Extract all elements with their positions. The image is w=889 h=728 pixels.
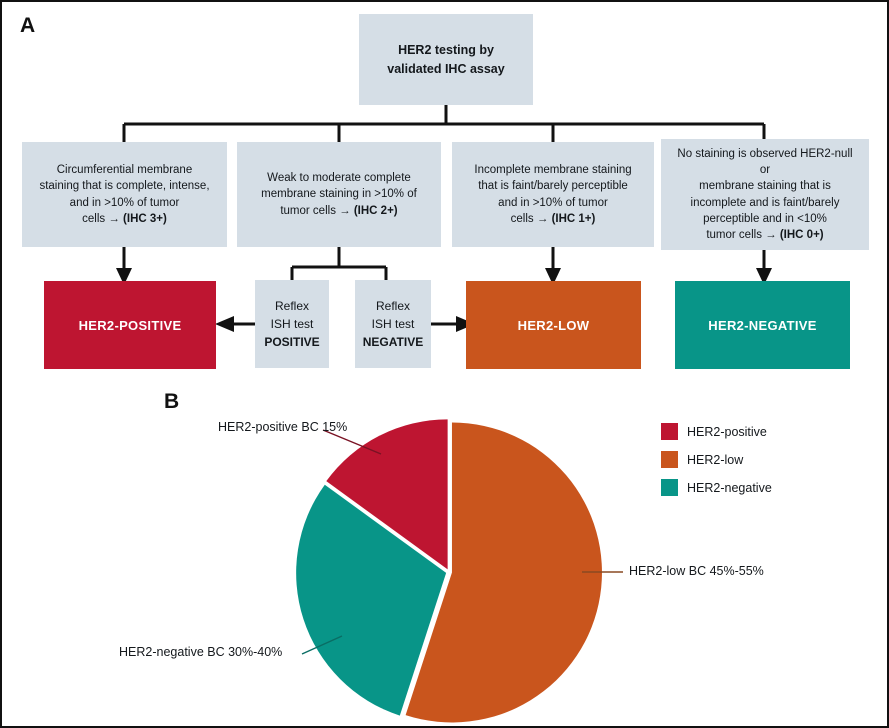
ihc0-line-3: membrane staining that is bbox=[699, 180, 831, 193]
pie-slice-her2-positive bbox=[326, 419, 448, 570]
result-label-her2-positive: HER2-POSITIVE bbox=[78, 317, 182, 333]
legend-item-her2-negative: HER2-negative bbox=[661, 479, 772, 496]
ihc2-line-1: Weak to moderate complete bbox=[267, 172, 411, 184]
ihc1-line-2: that is faint/barely perceptible bbox=[478, 180, 628, 193]
ihc2-line-3: tumor cells → (IHC 2+) bbox=[261, 203, 417, 219]
ihc0-line-2: or bbox=[759, 163, 771, 176]
legend-swatch-her2-positive bbox=[661, 423, 678, 440]
reflex-negative-line-1: Reflex bbox=[375, 299, 410, 313]
ihc3-line-3: and in >10% of tumor bbox=[69, 196, 180, 209]
reflex-ish-positive-box: Reflex ISH test POSITIVE bbox=[255, 280, 329, 368]
criteria-box-ihc2: Weak to moderate complete membrane stain… bbox=[237, 142, 441, 247]
panel-b-label: B bbox=[164, 390, 180, 413]
pie-leader-lines bbox=[301, 429, 623, 655]
panel-a-label: A bbox=[20, 14, 36, 37]
criteria-box-ihc0: No staining is observed HER2-null or mem… bbox=[661, 139, 869, 250]
result-label-her2-low: HER2-LOW bbox=[517, 317, 590, 333]
ihc2-tail-plain: tumor cells → bbox=[280, 204, 354, 217]
reflex-negative-result: NEGATIVE bbox=[362, 335, 424, 349]
result-label-her2-negative: HER2-NEGATIVE bbox=[708, 317, 817, 333]
pie-label-her2-low: HER2-low BC 45%-55% bbox=[629, 564, 764, 578]
flowchart-root-box: HER2 testing by validated IHC assay bbox=[359, 14, 533, 105]
ihc0-score: (IHC 0+) bbox=[779, 229, 824, 242]
ihc1-tail-plain: cells → bbox=[510, 212, 552, 225]
ihc1-line-1: Incomplete membrane staining bbox=[474, 163, 632, 176]
ihc3-line-4: cells → (IHC 3+) bbox=[39, 211, 209, 227]
result-box-her2-low: HER2-LOW bbox=[466, 281, 641, 369]
pie-legend: HER2-positive HER2-low HER2-negative bbox=[661, 423, 772, 507]
ihc0-line-1: No staining is observed HER2-null bbox=[677, 147, 853, 160]
root-line-1: HER2 testing by bbox=[398, 43, 494, 58]
legend-label-her2-negative: HER2-negative bbox=[687, 480, 772, 495]
legend-swatch-her2-negative bbox=[661, 479, 678, 496]
pie-slice-her2-negative bbox=[296, 484, 447, 716]
ihc0-line-6: tumor cells → (IHC 0+) bbox=[677, 227, 852, 243]
ihc1-line-4: cells → (IHC 1+) bbox=[474, 211, 631, 227]
legend-label-her2-low: HER2-low bbox=[687, 452, 744, 467]
pie-slice-her2-low bbox=[405, 422, 602, 723]
legend-label-her2-positive: HER2-positive bbox=[687, 424, 767, 439]
reflex-positive-line-1: Reflex bbox=[274, 299, 309, 313]
reflex-positive-line-2: ISH test bbox=[270, 317, 314, 331]
ihc0-line-5: perceptible and in <10% bbox=[703, 212, 827, 225]
ihc3-line-2: staining that is complete, intense, bbox=[39, 180, 210, 193]
legend-item-her2-positive: HER2-positive bbox=[661, 423, 772, 440]
pie-label-her2-positive: HER2-positive BC 15% bbox=[218, 420, 348, 434]
ihc3-line-1: Circumferential membrane bbox=[56, 163, 193, 176]
ihc3-score: (IHC 3+) bbox=[123, 212, 167, 225]
ihc1-score: (IHC 1+) bbox=[551, 212, 596, 225]
legend-swatch-her2-low bbox=[661, 451, 678, 468]
ihc0-tail-plain: tumor cells → bbox=[706, 229, 780, 242]
legend-item-her2-low: HER2-low bbox=[661, 451, 772, 468]
reflex-positive-result: POSITIVE bbox=[264, 335, 320, 349]
ihc2-score: (IHC 2+) bbox=[353, 204, 398, 217]
reflex-ish-negative-box: Reflex ISH test NEGATIVE bbox=[355, 280, 431, 368]
criteria-box-ihc3: Circumferential membrane staining that i… bbox=[22, 142, 227, 247]
flowchart-connectors bbox=[116, 105, 772, 332]
ihc1-line-3: and in >10% of tumor bbox=[498, 196, 608, 209]
pie-slices bbox=[296, 419, 602, 723]
reflex-negative-line-2: ISH test bbox=[371, 317, 415, 331]
pie-label-her2-negative: HER2-negative BC 30%-40% bbox=[119, 645, 283, 659]
ihc2-line-2: membrane staining in >10% of bbox=[261, 188, 417, 201]
criteria-box-ihc1: Incomplete membrane staining that is fai… bbox=[452, 142, 654, 247]
ihc3-tail-plain: cells → bbox=[82, 212, 124, 225]
root-line-2: validated IHC assay bbox=[387, 61, 505, 76]
result-box-her2-negative: HER2-NEGATIVE bbox=[675, 281, 850, 369]
result-box-her2-positive: HER2-POSITIVE bbox=[44, 281, 216, 369]
ihc0-line-4: incomplete and is faint/barely bbox=[690, 196, 840, 209]
